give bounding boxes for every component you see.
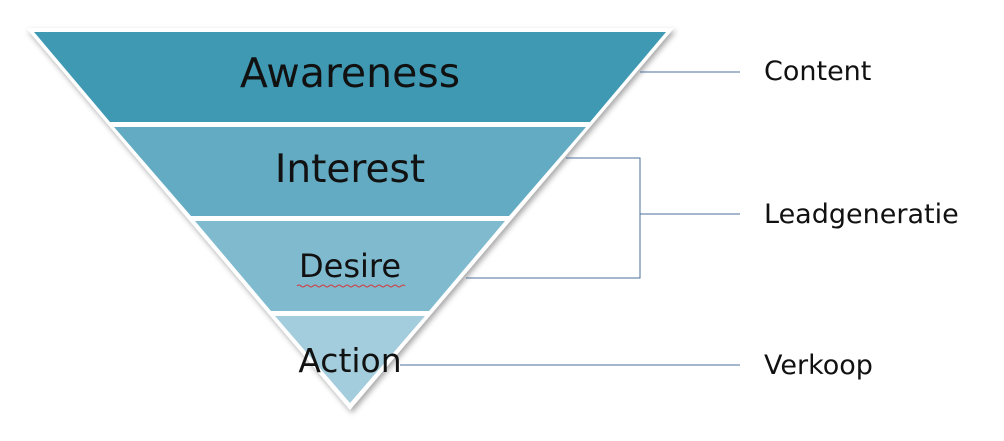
- side-label-verkoop: Verkoop: [764, 350, 873, 381]
- stage-label-action: Action: [298, 341, 401, 380]
- connector-lines: [400, 71, 740, 366]
- side-label-content: Content: [764, 56, 872, 87]
- stage-label-desire: Desire: [299, 247, 401, 285]
- bracket-leadgeneratie: [466, 157, 641, 279]
- stage-awareness-segment: [34, 32, 666, 122]
- stage-desire-segment: [195, 221, 505, 311]
- spellcheck-underline: [296, 284, 406, 288]
- stage-action-segment: [275, 316, 425, 403]
- side-label-leadgeneratie: Leadgeneratie: [764, 199, 959, 230]
- funnel-outline: [26, 28, 674, 410]
- stage-label-interest: Interest: [275, 147, 425, 192]
- stage-label-awareness: Awareness: [240, 49, 460, 97]
- stage-interest-segment: [114, 127, 586, 216]
